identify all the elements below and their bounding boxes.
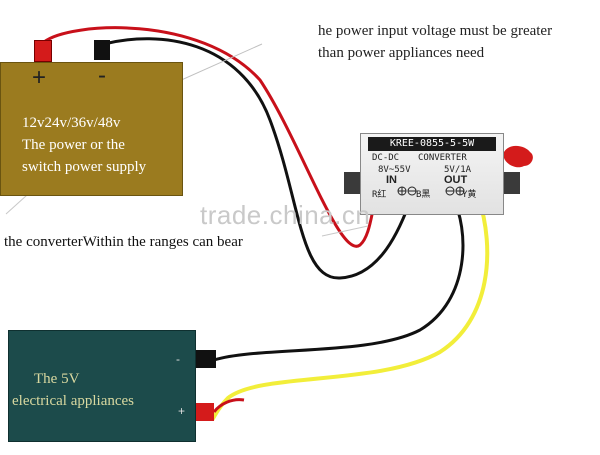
black-wire-bottom (213, 195, 465, 362)
appliance-line2: electrical appliances (12, 393, 135, 409)
converter-wire-red-label: R红 (372, 190, 387, 200)
appliance-minus-terminal (196, 350, 216, 368)
supply-minus-sign: - (98, 62, 106, 89)
converter-wire-yellow-label: Y黄 (462, 190, 477, 200)
supply-label: 12v24v/36v/48v The power or the switch p… (22, 112, 146, 178)
red-blob (504, 145, 533, 168)
appliance-box (8, 330, 196, 442)
supply-voltage-text: 12v24v/36v/48v (22, 115, 121, 131)
watermark: trade.china.cn (200, 200, 371, 230)
appliance-minus-sign: - (176, 352, 180, 366)
voltage-note-line1: he power input voltage must be greater (318, 23, 553, 39)
converter-out-label: OUT (444, 174, 468, 186)
voltage-note: he power input voltage must be greater t… (318, 20, 552, 64)
supply-plus-sign: + (32, 64, 47, 91)
appliance-plus-terminal (196, 403, 214, 421)
converter-in-label: IN (386, 174, 397, 186)
converter-title: KREE-0855-5-5W (368, 137, 496, 151)
converter-mount-tab-left (344, 172, 362, 194)
converter-subtitle-right: CONVERTER (418, 153, 467, 163)
converter-subtitle-left: DC-DC (372, 153, 400, 163)
red-wire (43, 26, 380, 248)
power-supply-box (0, 62, 183, 196)
voltage-note-line2: than power appliances need (318, 45, 485, 61)
red-stub (212, 398, 245, 413)
converter-terminal-icons (397, 186, 465, 196)
range-note: the converterWithin the ranges can bear (4, 234, 243, 250)
supply-desc-line2: switch power supply (22, 159, 147, 175)
supply-desc-line1: The power or the (22, 137, 125, 153)
supply-minus-terminal (94, 40, 110, 60)
appliance-plus-sign: + (178, 404, 186, 418)
converter-in-range: 8V~55V (378, 165, 411, 175)
black-wire-top (103, 37, 414, 280)
appliance-line1: The 5V (34, 371, 80, 387)
converter-out-range: 5V/1A (444, 165, 472, 175)
appliance-label: The 5V electrical appliances (12, 368, 134, 412)
pointer-line-mid (321, 225, 369, 237)
converter-mount-tab-right (502, 172, 520, 194)
converter-wire-black-label: B黑 (416, 190, 431, 200)
supply-plus-terminal (34, 40, 52, 62)
